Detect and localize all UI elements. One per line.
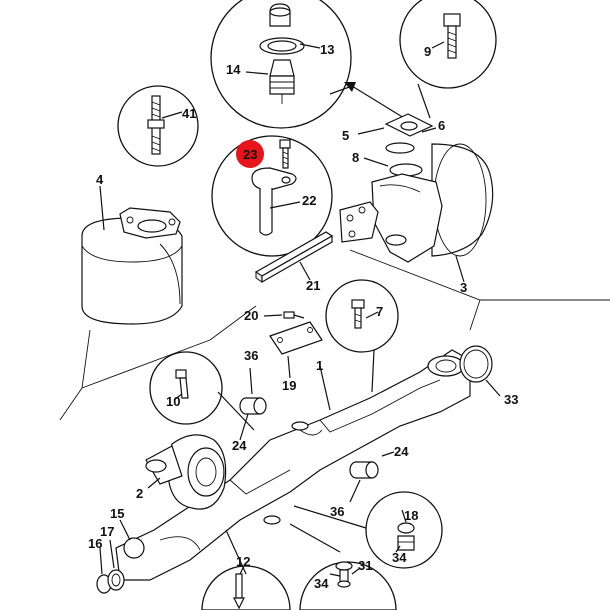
label-24-left: 24 — [232, 438, 247, 453]
label-2: 2 — [136, 486, 143, 501]
label-15: 15 — [110, 506, 124, 521]
label-33: 33 — [504, 392, 518, 407]
label-23: 23 — [243, 147, 257, 162]
callout-31-34 — [299, 561, 397, 610]
part-2-housing — [145, 434, 227, 510]
part-4-hub — [81, 185, 183, 325]
part-5-6-flange — [357, 113, 437, 177]
callout-12-leader — [225, 529, 247, 575]
callout-18-leader — [293, 505, 367, 529]
label-24-right: 24 — [394, 444, 409, 459]
callout-41 — [117, 85, 199, 167]
label-21: 21 — [306, 278, 320, 293]
callout-10 — [149, 351, 223, 425]
label-1: 1 — [316, 358, 323, 373]
label-22: 22 — [302, 193, 316, 208]
part-19-20 — [263, 311, 323, 379]
part-15-16-17 — [96, 519, 145, 594]
callout-22-23 — [211, 135, 333, 257]
part-33-oring — [459, 345, 501, 397]
callout-7 — [325, 279, 399, 353]
label-3: 3 — [460, 280, 467, 295]
highlight-marker-23 — [236, 140, 264, 168]
callout-10-leader — [217, 391, 255, 431]
label-16: 16 — [88, 536, 102, 551]
callout-34-leader — [289, 523, 341, 553]
arrow-head — [344, 82, 356, 92]
label-17: 17 — [100, 524, 114, 539]
label-4: 4 — [96, 172, 104, 187]
construction-lines — [81, 249, 610, 389]
label-19: 19 — [282, 378, 296, 393]
label-5: 5 — [342, 128, 349, 143]
label-41: 41 — [182, 106, 196, 121]
part-1-axle-beam — [115, 349, 471, 581]
callout-18-34 — [365, 491, 443, 569]
label-9: 9 — [424, 44, 431, 59]
label-7: 7 — [376, 304, 383, 319]
label-10: 10 — [166, 394, 180, 409]
callout-7-leader — [371, 349, 375, 393]
callout-12 — [201, 565, 291, 610]
label-12: 12 — [236, 554, 250, 569]
label-36-bottom: 36 — [330, 504, 344, 519]
part-labels: 13 14 9 41 5 6 8 23 22 4 3 21 20 7 36 1 … — [88, 42, 518, 591]
label-36-top: 36 — [244, 348, 258, 363]
part-21-bar — [254, 231, 334, 284]
callout-9-leader — [417, 83, 431, 119]
callout-13-14 — [210, 0, 352, 129]
label-8: 8 — [352, 150, 359, 165]
label-18: 18 — [404, 508, 418, 523]
label-14: 14 — [226, 62, 241, 77]
part-24-36-right — [349, 451, 395, 503]
callout-9 — [399, 0, 497, 89]
label-34-bottom: 34 — [314, 576, 329, 591]
construction-lines-2 — [59, 299, 481, 421]
part-24-36-left — [239, 367, 267, 441]
label-13: 13 — [320, 42, 334, 57]
part-3-hub — [339, 143, 494, 283]
label-20: 20 — [244, 308, 258, 323]
label-6: 6 — [438, 118, 445, 133]
label-31: 31 — [358, 558, 372, 573]
label-34-right: 34 — [392, 550, 407, 565]
